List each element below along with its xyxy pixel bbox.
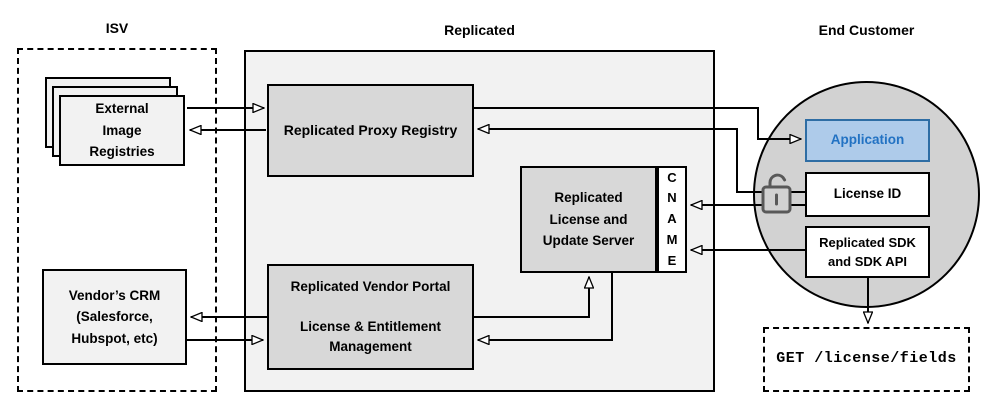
external-image-registries-node: External Image Registries [59,95,185,166]
isv-section-label: ISV [105,20,129,36]
end-customer-section-label: End Customer [818,22,915,38]
isv-section-box [17,48,217,392]
get-license-fields-node: GET /license/fields [763,327,970,392]
license-id-node: License ID [805,172,930,217]
replicated-section-label: Replicated [444,22,515,38]
license-update-server-node: Replicated License and Update Server [520,166,657,273]
vendors-crm-node: Vendor’s CRM (Salesforce, Hubspot, etc) [42,269,187,365]
cname-node: C N A M E [657,166,687,273]
proxy-registry-node: Replicated Proxy Registry [267,84,474,177]
application-node: Application [805,119,930,162]
replicated-sdk-node: Replicated SDK and SDK API [805,226,930,278]
vendor-portal-node: Replicated Vendor Portal License & Entit… [267,264,474,370]
